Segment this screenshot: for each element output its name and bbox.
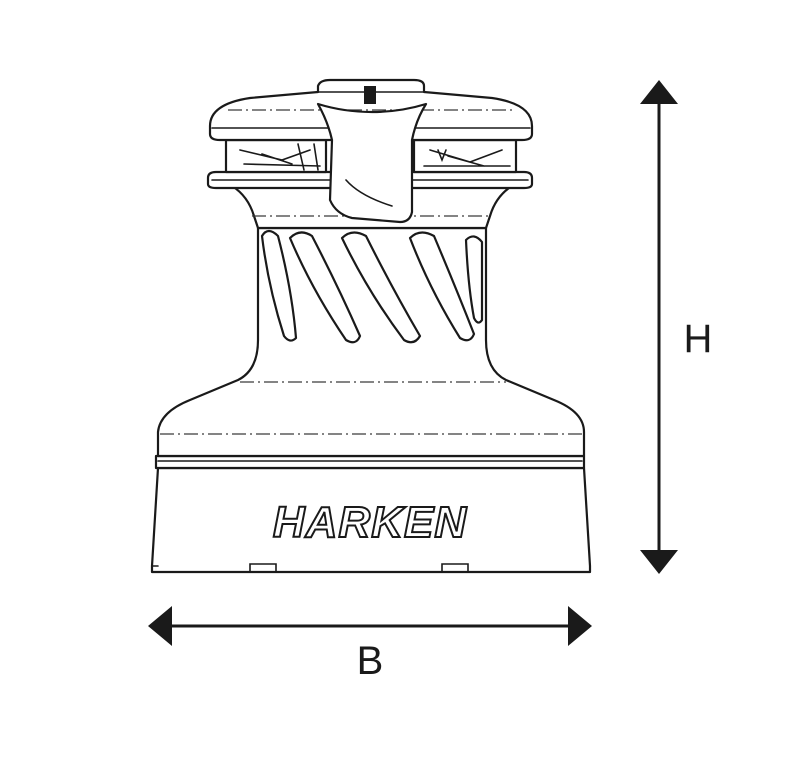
winch-flange (154, 454, 586, 470)
winch-self-tailing-jaws (224, 138, 518, 174)
base-label: B (357, 639, 384, 683)
winch-cap-slot (364, 86, 376, 104)
winch-drum-ribs (260, 229, 484, 344)
base-dimension-arrow (148, 606, 592, 646)
winch-top-cap (208, 78, 534, 142)
height-dimension-arrow (640, 80, 678, 574)
brand-logo-text: HARKEN (273, 498, 467, 547)
height-label: H (684, 317, 713, 361)
winch-stripper-arm (316, 102, 428, 224)
